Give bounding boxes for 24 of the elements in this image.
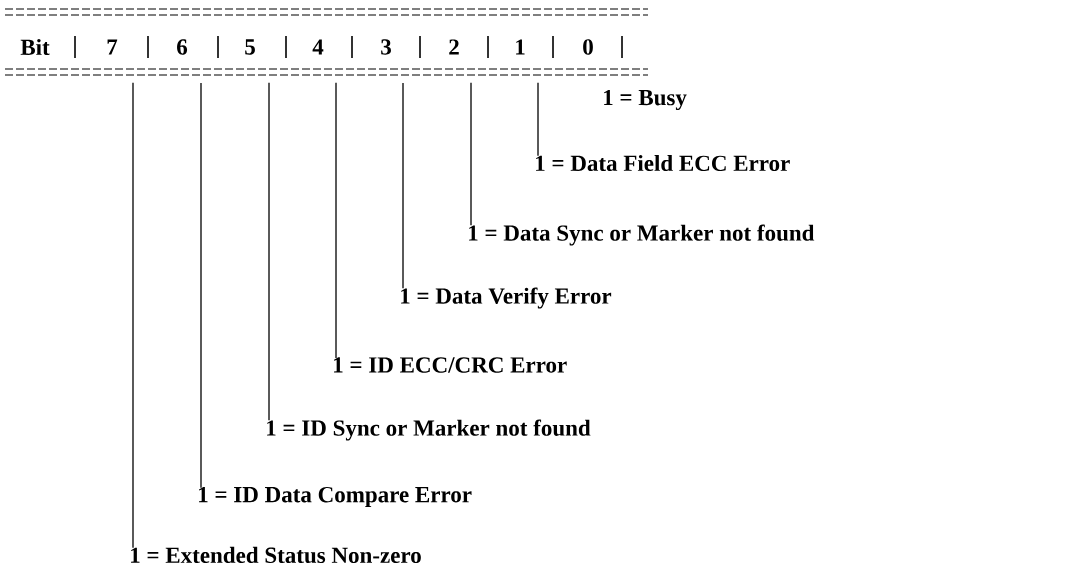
header-label: Bit	[20, 38, 50, 56]
bit-number: 1	[516, 39, 525, 55]
leader-line	[200, 82, 202, 489]
bit-description: 1 = ID ECC/CRC Error	[334, 357, 567, 373]
bit-description: 1 = Extended Status Non-zero	[131, 546, 421, 564]
bit-description: 1 = Data Sync or Marker not found	[469, 224, 815, 246]
bit-number: 7	[107, 39, 118, 55]
leader-line	[402, 82, 404, 289]
leader-line	[132, 82, 134, 549]
bit-description: 1 = ID Data Compare Error	[199, 486, 472, 508]
leader-line	[470, 82, 472, 226]
bit-number: 3	[381, 39, 391, 55]
bit-number: 2	[449, 39, 459, 55]
bit-number: 4	[312, 39, 324, 55]
bit-number: 0	[583, 39, 593, 55]
bit-description: 1 = Data Verify Error	[401, 287, 612, 309]
bit-number: 6	[177, 39, 188, 55]
bit-description: 1 = ID Sync or Marker not found	[267, 419, 591, 441]
bit-number: 5	[245, 39, 255, 55]
leader-line	[537, 82, 539, 157]
leader-line	[335, 82, 337, 359]
bit-description: 1 = Busy	[604, 89, 687, 111]
leader-line	[268, 82, 270, 421]
bit-description: 1 = Data Field ECC Error	[536, 154, 790, 172]
